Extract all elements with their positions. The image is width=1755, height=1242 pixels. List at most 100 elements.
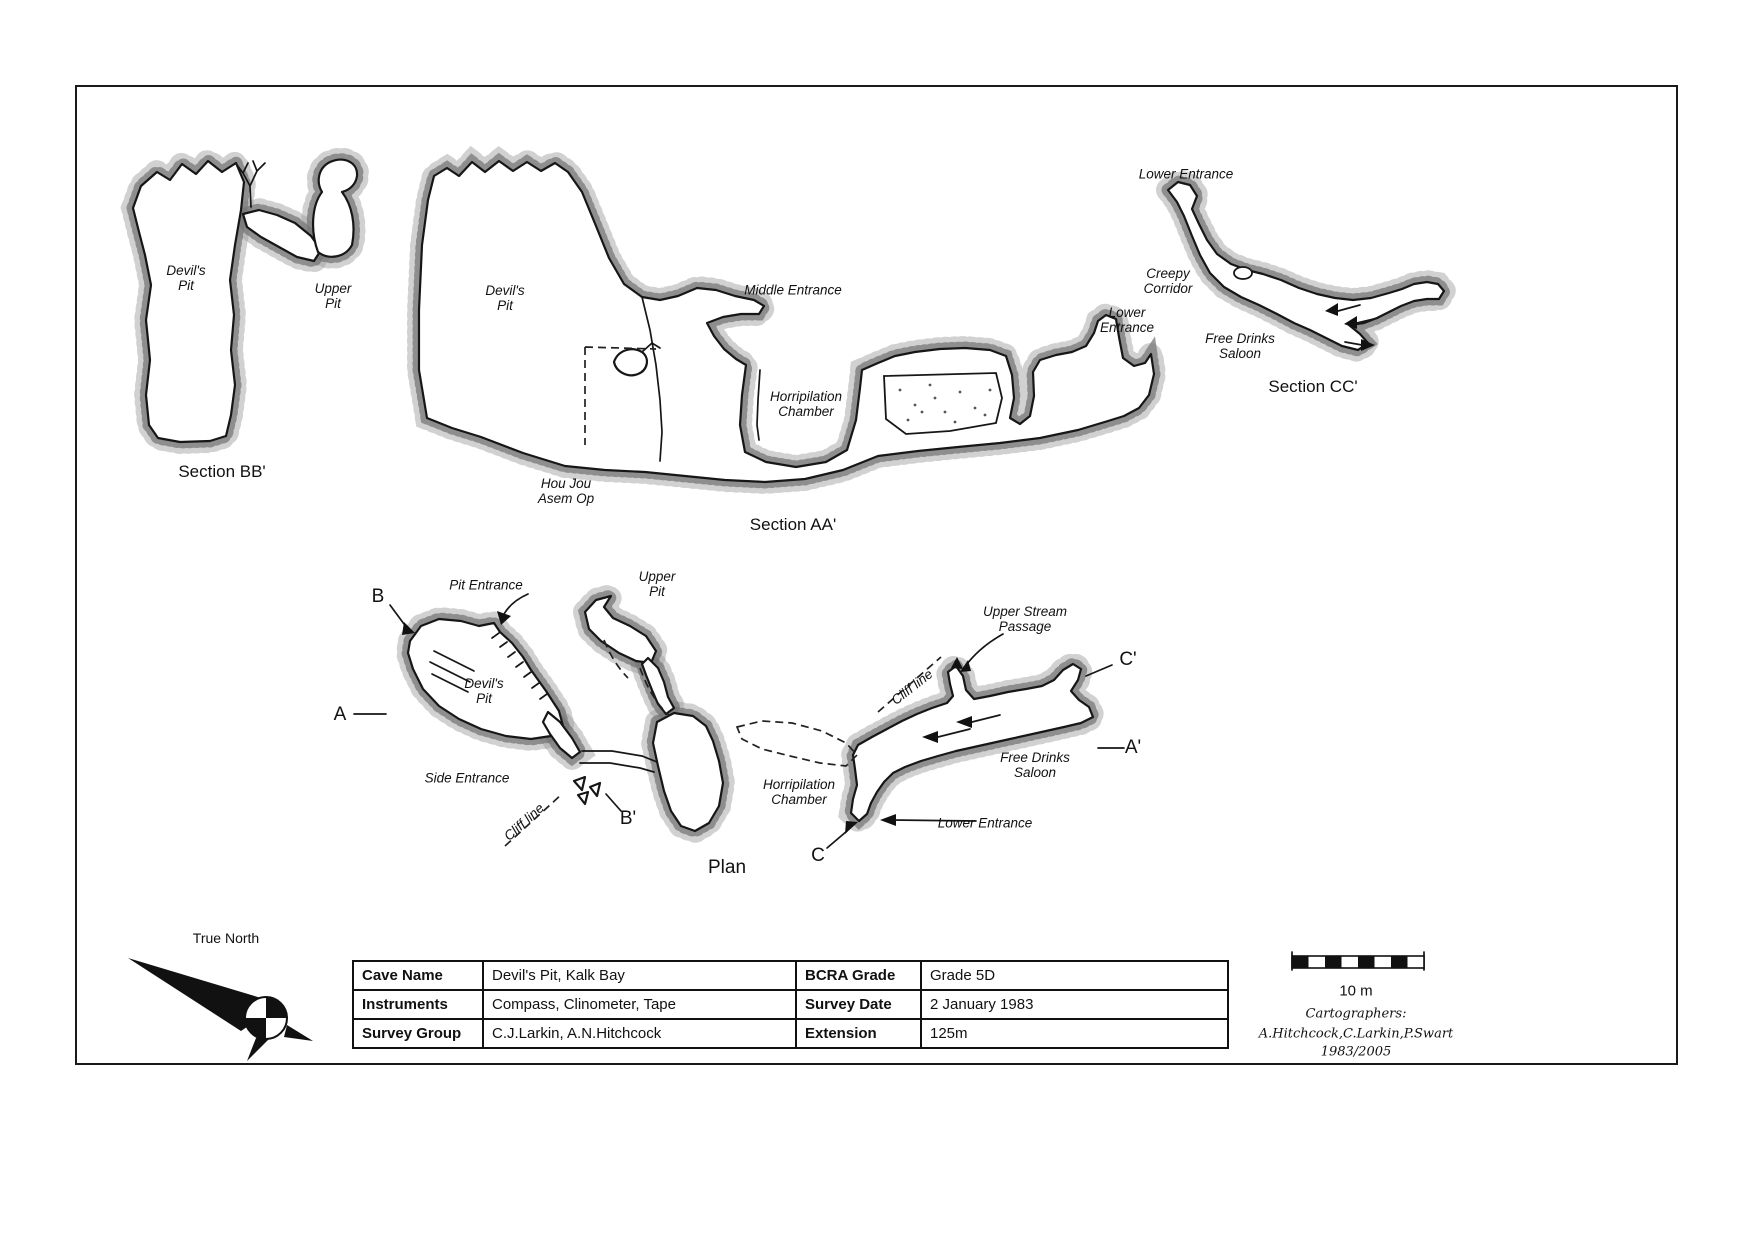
label-plan-pit-entrance: Pit Entrance [449,577,523,593]
scale-seg-3 [1325,956,1342,968]
compass-rose [128,958,313,1061]
plan-cprime-section-line [1085,664,1113,677]
section-aa-drawing [417,159,1156,484]
plan-b-section-line [389,604,405,625]
plan-drawing [353,593,1125,849]
aa-small-loop [612,348,648,377]
label-aa-devils-pit: Devil's Pit [485,283,525,313]
bb-crack-tree [236,160,266,208]
plan-lower-entrance-pointer [891,819,977,822]
plan-c-section-line [826,830,848,849]
label-cc-lower-entrance: Lower Entrance [1138,166,1234,182]
section-cc-drawing [1166,180,1446,352]
title-section-cc: Section CC' [1268,377,1358,396]
cc-flow-arrow-3 [1361,339,1375,351]
plan-c-arrowhead [845,821,858,834]
plan-lower-entrance-arrowhead [880,814,896,826]
plan-flow-arrow-1 [922,731,938,743]
label-plan-upper-pit: Upper Pit [638,569,676,599]
label-plan-free-drinks-saloon: Free Drinks Saloon [1000,750,1070,780]
label-aa-lower-entrance: Lower Entrance [1099,305,1155,335]
credit-heading: Cartographers: [1305,1006,1407,1022]
plan-pit-entrance-pointer [502,593,529,617]
label-true-north: True North [192,930,260,946]
aa-cave-outline [417,159,1156,484]
section-bb-drawing [131,158,359,444]
plan-pit-entrance-arrowhead [497,611,511,625]
label-bb-upper-pit: Upper Pit [314,281,352,311]
plan-pit-hatch-ticks [491,632,548,700]
map-border [75,85,1678,1065]
scale-seg-5 [1358,956,1375,968]
compass-south-blade [247,1037,271,1061]
plan-upper-stream-pointer-head [960,660,971,672]
survey-info-table: Cave Name Devil's Pit, Kalk Bay BCRA Gra… [352,960,1229,1049]
label-plan-side-entrance: Side Entrance [424,770,510,786]
cell-instruments-value: Compass, Clinometer, Tape [482,989,797,1020]
plan-corridor-lines [579,750,658,773]
cell-extension-label: Extension [795,1018,922,1049]
aa-small-loop-hook [641,341,661,353]
table-row: Survey Group C.J.Larkin, A.N.Hitchcock E… [352,1018,1229,1049]
compass-north-blade [128,958,281,1031]
label-cc-free-drinks-saloon: Free Drinks Saloon [1205,331,1275,361]
compass-hub-quadrant-2 [245,1018,266,1039]
cell-cave-name-value: Devil's Pit, Kalk Bay [482,960,797,991]
plan-upper-stream-pointer [963,633,1004,669]
plan-cliff-line-right [877,656,942,713]
aa-rock-stipple-dots [898,383,992,424]
label-aa-middle-entrance: Middle Entrance [744,282,842,298]
cell-survey-date-value: 2 January 1983 [920,989,1229,1020]
scale-seg-1 [1292,956,1309,968]
plan-rubble-blocks [572,775,602,806]
cc-flow-arrow-1 [1325,303,1338,316]
compass-hub-quadrant-1 [266,997,287,1018]
marker-c: C [811,845,825,866]
stipple-band-layer [133,160,1444,831]
title-section-bb: Section BB' [178,462,266,481]
compass-east-blade [284,1025,313,1041]
cell-survey-date-label: Survey Date [795,989,922,1020]
label-bb-devils-pit: Devil's Pit [166,263,206,293]
cc-pillar [1233,266,1253,280]
plan-pit-fan-lines [429,650,475,693]
label-scale: 10 m [1339,982,1373,1000]
aa-rock-pillar [883,372,1003,435]
label-plan-horripilation-chamber: Horripilation Chamber [762,777,836,807]
plan-bprime-section-line [605,793,622,812]
cell-survey-group-label: Survey Group [352,1018,484,1049]
cc-cave-outline [1166,180,1446,352]
credit-years: 1983/2005 [1320,1044,1392,1060]
bb-upper-pit-outline [311,158,359,258]
label-aa-hou-jou-asem-op: Hou Jou Asem Op [537,476,595,506]
label-plan-upper-stream-passage: Upper Stream Passage [982,604,1068,634]
plan-dashed-passage [603,639,671,717]
marker-b: B [371,586,385,607]
bb-devils-pit-outline [131,159,246,444]
aa-dashed-region [584,346,657,445]
marker-a-prime: A' [1124,737,1142,758]
cc-flow-arrow-2 [1344,316,1357,329]
table-row: Instruments Compass, Clinometer, Tape Su… [352,989,1229,1020]
plan-flow-arrow-2-tail [971,714,1001,723]
marker-a: A [333,704,347,725]
plan-dashed-chamber [735,720,859,767]
cell-extension-value: 125m [920,1018,1229,1049]
label-cc-creepy-corridor: Creepy Corridor [1143,266,1193,296]
plan-upper-stream-arrowhead [951,657,963,669]
label-plan-lower-entrance: Lower Entrance [937,815,1033,831]
credit-names: A.Hitchcock,C.Larkin,P.Swart [1258,1026,1454,1042]
cc-arrow-tails [1337,304,1379,346]
label-plan-devils-pit: Devil's Pit [464,676,504,706]
cell-instruments-label: Instruments [352,989,484,1020]
cell-bcra-grade-label: BCRA Grade [795,960,922,991]
title-section-aa: Section AA' [749,515,837,534]
aa-chamber-right-wall [641,296,761,462]
plan-flow-arrow-1-tail [937,728,971,738]
plan-b-arrowhead [402,622,415,635]
scale-seg-7 [1391,956,1408,968]
cell-bcra-grade-value: Grade 5D [920,960,1229,991]
cell-cave-name-label: Cave Name [352,960,484,991]
